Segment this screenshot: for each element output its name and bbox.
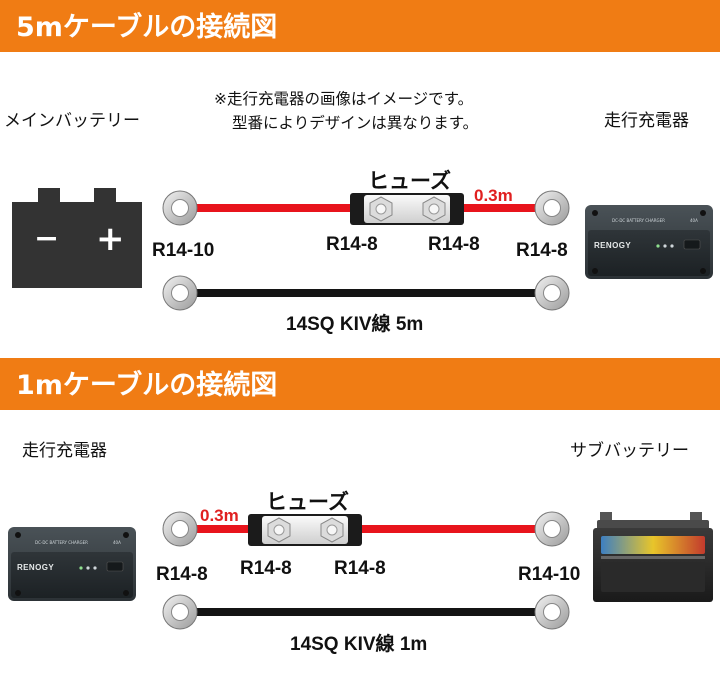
- ring-terminal-battery-negative: [534, 594, 570, 630]
- positive-short-cable: [196, 525, 254, 533]
- charger-descriptor: DC-DC BATTERY CHARGER: [612, 218, 665, 223]
- negative-cable: [196, 608, 544, 616]
- cable-spec: 14SQ KIV線 5m: [286, 312, 423, 335]
- terminal-label-fuse-in: R14-8: [326, 234, 378, 255]
- charger-model: 40A: [113, 540, 121, 545]
- section-title: 5mケーブルの接続図: [16, 11, 277, 43]
- terminal-label-charger: R14-8: [156, 564, 208, 585]
- section-banner: [0, 358, 720, 410]
- positive-cable: [196, 204, 364, 212]
- image-note-line-1: ※走行充電器の画像はイメージです。: [214, 90, 473, 108]
- fuse: [350, 193, 464, 225]
- terminal-label-charger: R14-8: [516, 240, 568, 261]
- cable-spec: 14SQ KIV線 1m: [290, 632, 427, 655]
- terminal-label-battery: R14-10: [518, 564, 580, 585]
- section-1m: 1mケーブルの接続図 走行充電器 サブバッテリー DC-DC BATTERY C…: [0, 358, 720, 655]
- ring-terminal-charger-positive: [162, 511, 198, 547]
- section-title: 1mケーブルの接続図: [16, 369, 277, 401]
- short-cable-length: 0.3m: [474, 186, 513, 205]
- positive-cable: [358, 525, 544, 533]
- ring-terminal-battery-positive: [162, 190, 198, 226]
- right-device-label: 走行充電器: [604, 111, 689, 131]
- left-device-label: 走行充電器: [22, 441, 107, 461]
- battery-icon: − +: [12, 188, 142, 288]
- short-cable-length: 0.3m: [200, 506, 239, 525]
- negative-cable: [196, 289, 544, 297]
- ring-terminal-charger-negative: [534, 275, 570, 311]
- section-banner: [0, 0, 720, 52]
- charger-descriptor: DC-DC BATTERY CHARGER: [35, 540, 88, 545]
- terminal-label-battery: R14-10: [152, 240, 214, 261]
- right-device-label: サブバッテリー: [570, 440, 689, 461]
- ring-terminal-charger-positive: [534, 190, 570, 226]
- sub-battery: [593, 512, 713, 602]
- positive-short-cable: [452, 204, 544, 212]
- fuse-label: ヒューズ: [266, 490, 349, 514]
- positive-symbol: +: [96, 219, 125, 259]
- charger-brand: RENOGY: [594, 241, 631, 250]
- charger-brand: RENOGY: [17, 563, 54, 572]
- ring-terminal-charger-negative: [162, 594, 198, 630]
- negative-symbol: −: [34, 221, 59, 256]
- left-device-label: メインバッテリー: [4, 111, 140, 131]
- image-note-line-2: 型番によりデザインは異なります。: [232, 113, 478, 132]
- charger-device: DC-DC BATTERY CHARGER 40A RENOGY: [585, 205, 713, 279]
- terminal-label-fuse-out: R14-8: [334, 558, 386, 579]
- fuse: [248, 514, 362, 546]
- section-5m: 5mケーブルの接続図 メインバッテリー 走行充電器 ※走行充電器の画像はイメージ…: [0, 0, 720, 335]
- ring-terminal-battery-positive: [534, 511, 570, 547]
- charger-model: 40A: [690, 218, 698, 223]
- ring-terminal-battery-negative: [162, 275, 198, 311]
- terminal-label-fuse-in: R14-8: [240, 558, 292, 579]
- terminal-label-fuse-out: R14-8: [428, 234, 480, 255]
- charger-device: DC-DC BATTERY CHARGER 40A RENOGY: [8, 527, 136, 601]
- fuse-label: ヒューズ: [368, 169, 451, 193]
